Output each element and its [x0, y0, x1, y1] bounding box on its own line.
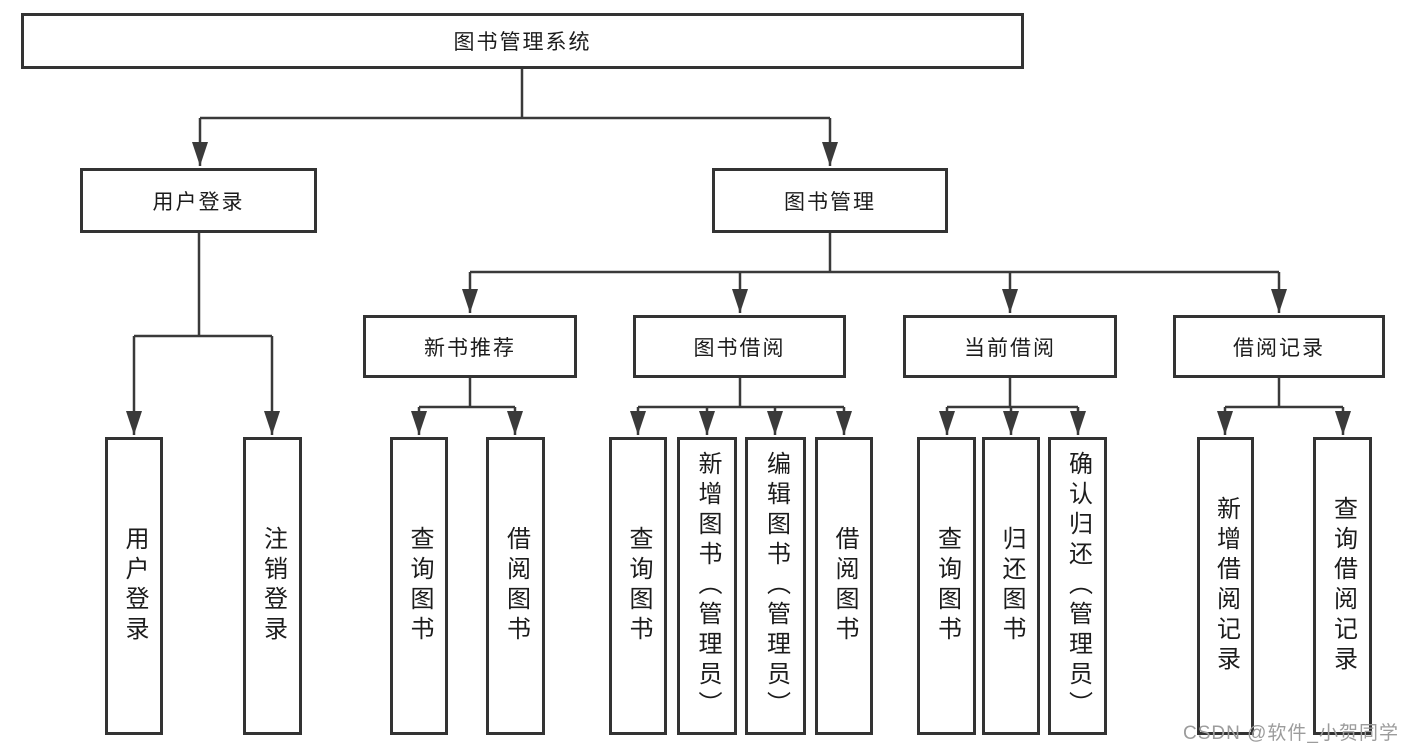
node-book-borrowing: 图书借阅: [633, 315, 846, 378]
node-current-borrowing: 当前借阅: [903, 315, 1117, 378]
leaf-confirm-return-admin-label: 确认归还（管理员）: [1064, 451, 1092, 721]
leaf-search-books-recommend: 查询图书: [390, 437, 448, 735]
leaf-borrow-books: 借阅图书: [815, 437, 873, 735]
leaf-search-books-recommend-label: 查询图书: [406, 526, 433, 646]
node-book-management: 图书管理: [712, 168, 948, 233]
leaf-borrow-books-recommend-label: 借阅图书: [502, 526, 530, 646]
leaf-confirm-return-admin: 确认归还（管理员）: [1048, 437, 1107, 735]
leaf-search-books-borrowing: 查询图书: [609, 437, 667, 735]
leaf-logout: 注销登录: [243, 437, 302, 735]
root-node-label: 图书管理系统: [453, 31, 592, 54]
node-borrow-records-label: 借阅记录: [1233, 336, 1325, 360]
node-borrow-records: 借阅记录: [1173, 315, 1385, 378]
leaf-add-borrow-record: 新增借阅记录: [1197, 437, 1254, 735]
leaf-search-borrow-record-label: 查询借阅记录: [1329, 496, 1357, 676]
root-node-library-system: 图书管理系统: [21, 13, 1024, 69]
node-new-book-recommend-label: 新书推荐: [424, 336, 516, 360]
node-book-management-label: 图书管理: [784, 190, 876, 214]
leaf-edit-books-admin-label: 编辑图书（管理员）: [762, 451, 790, 721]
leaf-user-login-action-label: 用户登录: [121, 526, 148, 646]
leaf-search-borrow-record: 查询借阅记录: [1313, 437, 1372, 735]
leaf-logout-label: 注销登录: [259, 526, 287, 646]
csdn-watermark: CSDN @软件_小贺同学: [1183, 723, 1399, 744]
leaf-search-books-current-label: 查询图书: [933, 526, 961, 646]
node-current-borrowing-label: 当前借阅: [964, 336, 1056, 360]
leaf-search-books-current: 查询图书: [917, 437, 976, 735]
leaf-add-books-admin: 新增图书（管理员）: [677, 437, 737, 735]
leaf-search-books-borrowing-label: 查询图书: [625, 526, 652, 646]
leaf-return-books: 归还图书: [982, 437, 1040, 735]
leaf-user-login-action: 用户登录: [105, 437, 163, 735]
node-user-login-label: 用户登录: [152, 190, 245, 214]
leaf-return-books-label: 归还图书: [998, 526, 1025, 646]
leaf-add-borrow-record-label: 新增借阅记录: [1212, 496, 1240, 676]
node-book-borrowing-label: 图书借阅: [693, 336, 786, 360]
leaf-borrow-books-recommend: 借阅图书: [486, 437, 545, 735]
leaf-add-books-admin-label: 新增图书（管理员）: [694, 451, 721, 721]
node-user-login: 用户登录: [80, 168, 317, 233]
leaf-edit-books-admin: 编辑图书（管理员）: [745, 437, 806, 735]
node-new-book-recommend: 新书推荐: [363, 315, 577, 378]
leaf-borrow-books-label: 借阅图书: [831, 526, 858, 646]
